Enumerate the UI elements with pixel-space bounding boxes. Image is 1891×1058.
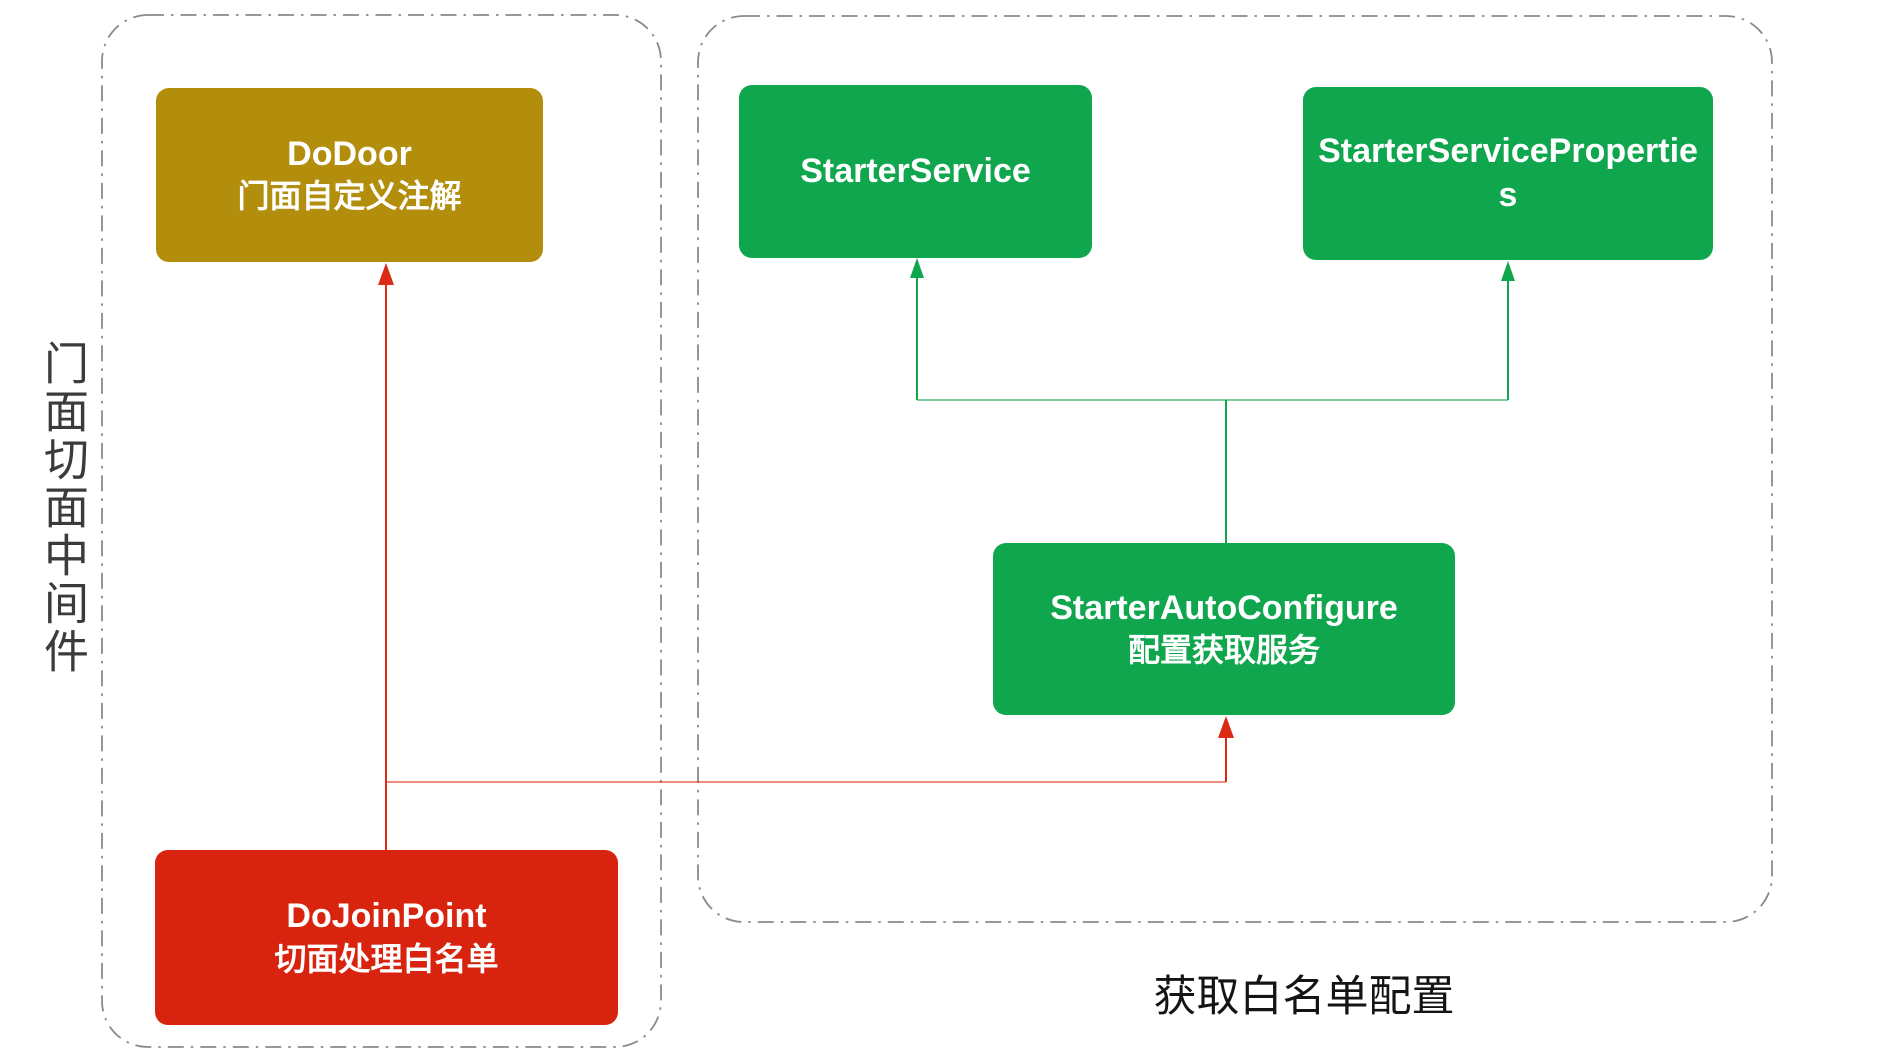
arrowhead-starterautoconfigure: [1218, 716, 1234, 738]
node-starterserviceproperties-title: StarterServiceProperties: [1318, 131, 1698, 214]
node-starterserviceproperties: StarterServiceProperties: [1303, 87, 1713, 260]
node-dojoinpoint-title: DoJoinPoint: [286, 897, 487, 936]
node-dodoor-title: DoDoor: [287, 134, 412, 173]
node-starterautoconfigure-title: StarterAutoConfigure: [1050, 588, 1398, 627]
arrowhead-starterservice: [910, 258, 924, 278]
whitelist-config-group-container: [697, 15, 1773, 923]
node-starterautoconfigure-subtitle: 配置获取服务: [1127, 632, 1320, 669]
facade-aspect-group-container: [101, 14, 662, 1048]
node-dodoor: DoDoor 门面自定义注解: [156, 88, 543, 262]
node-starterservice-title: StarterService: [800, 151, 1031, 190]
left-group-side-label: 门面切面中间件: [37, 340, 88, 676]
node-dojoinpoint-subtitle: 切面处理白名单: [274, 940, 499, 977]
arrowhead-dodoor: [378, 263, 394, 285]
node-starterautoconfigure: StarterAutoConfigure 配置获取服务: [993, 543, 1455, 715]
right-group-caption: 获取白名单配置: [1153, 973, 1455, 1021]
node-dodoor-subtitle: 门面自定义注解: [237, 178, 462, 215]
arrowhead-starterserviceproperties: [1501, 261, 1515, 281]
node-starterservice: StarterService: [739, 85, 1092, 258]
node-dojoinpoint: DoJoinPoint 切面处理白名单: [155, 850, 618, 1025]
